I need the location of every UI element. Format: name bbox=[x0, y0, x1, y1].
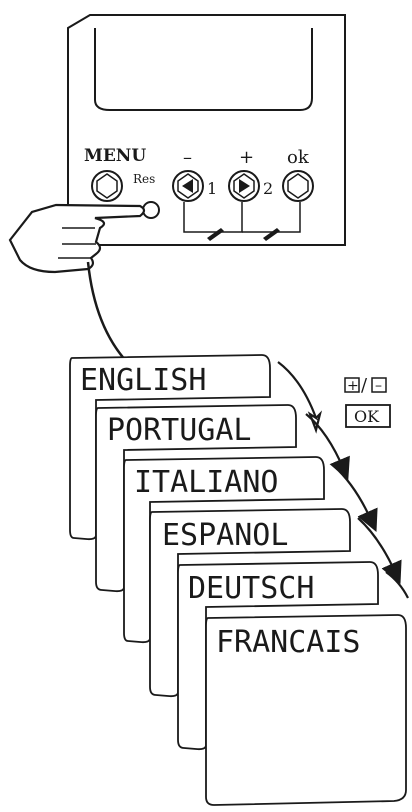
arrow-icon bbox=[277, 361, 323, 434]
arrow-icon bbox=[305, 413, 350, 481]
language-english: ENGLISH bbox=[80, 363, 206, 398]
plus-key-label: + bbox=[347, 378, 359, 394]
minus-key-label: – bbox=[375, 378, 382, 394]
pen-icon bbox=[207, 228, 224, 241]
language-deutsch: DEUTSCH bbox=[188, 571, 314, 606]
language-francais: FRANCAIS bbox=[216, 625, 361, 660]
minus-button[interactable] bbox=[172, 170, 204, 202]
menu-button[interactable] bbox=[91, 170, 123, 202]
arrow-icon bbox=[385, 571, 409, 599]
ok-key: OK bbox=[345, 404, 391, 428]
plus-button[interactable] bbox=[228, 170, 260, 202]
ok-label: ok bbox=[287, 147, 310, 168]
transition-arrows bbox=[277, 361, 409, 599]
minus-label: – bbox=[183, 147, 192, 168]
pointing-hand-icon bbox=[8, 203, 146, 274]
plus-minus-key: + / – bbox=[344, 375, 387, 396]
reset-label: Res bbox=[133, 172, 155, 186]
ok-button[interactable] bbox=[282, 170, 314, 202]
bracket-right bbox=[242, 202, 301, 233]
reset-button[interactable] bbox=[142, 201, 160, 219]
left-arrow-icon bbox=[182, 179, 193, 193]
key1-label: 1 bbox=[207, 179, 217, 198]
language-espanol: ESPANOL bbox=[162, 518, 288, 553]
language-italiano: ITALIANO bbox=[134, 465, 279, 500]
right-arrow-icon bbox=[239, 179, 250, 193]
screen-deutsch: DEUTSCH bbox=[177, 561, 379, 751]
screen-italiano: ITALIANO bbox=[123, 456, 325, 644]
screen-espanol: ESPANOL bbox=[149, 508, 351, 698]
screen-portugal: PORTUGAL bbox=[95, 404, 297, 593]
screen-francais: FRANCAIS bbox=[205, 614, 407, 806]
screen-english: ENGLISH bbox=[69, 354, 271, 541]
slash-label: / bbox=[361, 375, 368, 396]
arrow-icon bbox=[357, 517, 402, 585]
bracket-left bbox=[183, 202, 243, 233]
language-portugal: PORTUGAL bbox=[107, 413, 252, 448]
key2-label: 2 bbox=[263, 179, 273, 198]
pen-icon bbox=[263, 228, 280, 241]
plus-label: + bbox=[239, 147, 254, 168]
arrow-icon bbox=[333, 465, 378, 533]
menu-label: MENU bbox=[84, 146, 146, 166]
button-row: MENU Res – 1 + 2 ok bbox=[84, 146, 314, 241]
ok-key-label: OK bbox=[354, 407, 380, 426]
display-window bbox=[94, 28, 313, 111]
